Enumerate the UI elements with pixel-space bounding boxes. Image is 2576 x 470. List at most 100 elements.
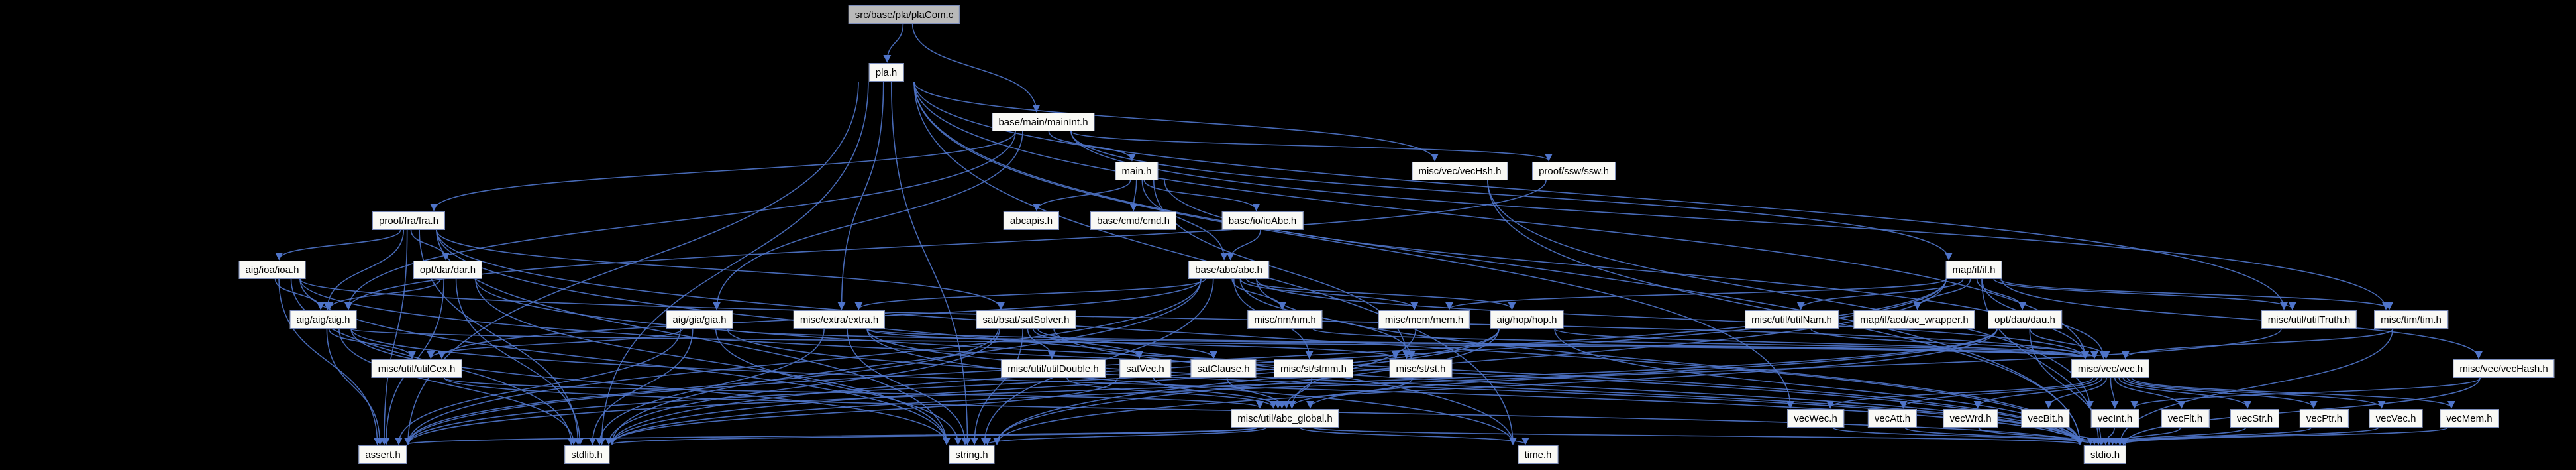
edge-vec_h-vecBit_h bbox=[2044, 377, 2107, 409]
edge-plaCom_c-pla_h bbox=[883, 23, 904, 63]
edge-if_h-vecHash_h bbox=[2001, 278, 2483, 359]
edge-vec_h-vecWrd_h bbox=[1973, 377, 2103, 409]
edge-abc_h-hop_h bbox=[1246, 278, 1516, 310]
graph-node-vecWec_h[interactable]: vecWec.h bbox=[1787, 409, 1844, 428]
graph-node-vecFlt_h[interactable]: vecFlt.h bbox=[2161, 409, 2210, 428]
edge-aig_h-string_h bbox=[350, 328, 951, 445]
edge-aig_h-vec_h bbox=[350, 328, 2088, 359]
edge-fra_h-assert_h bbox=[380, 229, 408, 445]
edge-hop_h-vec_h bbox=[1554, 328, 2089, 359]
edge-dau_h-vec_h bbox=[2029, 328, 2110, 359]
graph-node-vecInt_h[interactable]: vecInt.h bbox=[2090, 409, 2139, 428]
graph-node-vec_h[interactable]: misc/vec/vec.h bbox=[2071, 359, 2150, 378]
graph-node-hop_h[interactable]: aig/hop/hop.h bbox=[1490, 310, 1564, 329]
edge-if_h-mem_h bbox=[1445, 278, 1947, 310]
edge-hop_h-stdlib_h bbox=[608, 328, 1500, 445]
edge-extra_h-stdio_h bbox=[866, 328, 2084, 445]
edge-utilCex_h-abc_global_h bbox=[444, 377, 1264, 409]
edge-fra_h-ioa_h bbox=[275, 229, 401, 261]
graph-node-vecStr_h[interactable]: vecStr.h bbox=[2230, 409, 2280, 428]
edge-vecHash_h-vecInt_h bbox=[2130, 377, 2481, 409]
graph-node-stdio_h[interactable]: stdio.h bbox=[2083, 445, 2127, 464]
edge-if_h-utilNam_h bbox=[1796, 278, 1964, 310]
graph-node-stmm_h[interactable]: misc/st/stmm.h bbox=[1274, 359, 1353, 378]
graph-node-time_h[interactable]: time.h bbox=[1518, 445, 1559, 464]
edge-hop_h-string_h bbox=[993, 328, 1500, 445]
graph-node-mainInt_h[interactable]: base/main/mainInt.h bbox=[992, 113, 1095, 131]
graph-node-vecAtt_h[interactable]: vecAtt.h bbox=[1867, 409, 1918, 428]
graph-node-satClause_h[interactable]: satClause.h bbox=[1190, 359, 1257, 378]
graph-node-nm_h[interactable]: misc/nm/nm.h bbox=[1247, 310, 1323, 329]
graph-node-plaCom_c[interactable]: src/base/pla/plaCom.c bbox=[848, 5, 960, 24]
edge-extra_h-string_h bbox=[847, 328, 969, 445]
graph-node-extra_h[interactable]: misc/extra/extra.h bbox=[793, 310, 886, 329]
graph-node-vecHsh_h[interactable]: misc/vec/vecHsh.h bbox=[1412, 162, 1508, 180]
edge-satSolver_h-stdio_h bbox=[1053, 328, 2084, 445]
edge-main_h-cmd_h bbox=[1129, 180, 1138, 211]
graph-node-ssw_h[interactable]: proof/ssw/ssw.h bbox=[1532, 162, 1616, 180]
graph-node-utilNam_h[interactable]: misc/util/utilNam.h bbox=[1745, 310, 1839, 329]
graph-node-abc_global_h[interactable]: misc/util/abc_global.h bbox=[1231, 409, 1339, 428]
graph-node-st_h[interactable]: misc/st/st.h bbox=[1389, 359, 1453, 378]
graph-node-string_h[interactable]: string.h bbox=[949, 445, 995, 464]
graph-node-vecMem_h[interactable]: vecMem.h bbox=[2440, 409, 2499, 428]
graph-node-if_h[interactable]: map/if/if.h bbox=[1945, 261, 2002, 279]
edge-satSolver_h-satVec_h bbox=[1033, 328, 1143, 359]
graph-node-mem_h[interactable]: misc/mem/mem.h bbox=[1378, 310, 1470, 329]
graph-node-ac_wrapper_h[interactable]: map/if/acd/ac_wrapper.h bbox=[1853, 310, 1975, 329]
edge-abc_h-vec_h bbox=[1256, 278, 2089, 359]
graph-node-tim_h[interactable]: misc/tim/tim.h bbox=[2374, 310, 2448, 329]
edge-abc_global_h-assert_h bbox=[404, 427, 1258, 445]
edge-fra_h-time_h bbox=[436, 229, 1517, 445]
graph-node-ioa_h[interactable]: aig/ioa/ioa.h bbox=[238, 261, 306, 279]
edge-vecMem_h-stdio_h bbox=[2119, 427, 2448, 445]
graph-node-vecHash_h[interactable]: misc/vec/vecHash.h bbox=[2453, 359, 2555, 378]
graph-node-vecWrd_h[interactable]: vecWrd.h bbox=[1943, 409, 1998, 428]
graph-node-dau_h[interactable]: opt/dau/dau.h bbox=[1988, 310, 2062, 329]
edge-vec_h-vecFlt_h bbox=[2114, 377, 2186, 409]
edge-fra_h-aig_h bbox=[323, 229, 405, 310]
graph-node-vecPtr_h[interactable]: vecPtr.h bbox=[2299, 409, 2349, 428]
edge-mainInt_h-if_h bbox=[1070, 131, 1953, 261]
graph-node-abcapis_h[interactable]: abcapis.h bbox=[1003, 211, 1060, 230]
edge-vecBit_h-stdio_h bbox=[2048, 427, 2106, 445]
edge-dar_h-aig_h bbox=[325, 278, 441, 310]
edge-utilDouble_h-abc_global_h bbox=[1066, 377, 1278, 409]
graph-node-assert_h[interactable]: assert.h bbox=[358, 445, 407, 464]
graph-node-main_h[interactable]: main.h bbox=[1115, 162, 1159, 180]
graph-node-fra_h[interactable]: proof/fra/fra.h bbox=[372, 211, 446, 230]
edge-if_h-assert_h bbox=[404, 278, 1947, 445]
edge-mainInt_h-aig_h bbox=[344, 131, 1016, 310]
graph-node-satVec_h[interactable]: satVec.h bbox=[1119, 359, 1171, 378]
edge-vecHsh_h-vecInt_h bbox=[1487, 180, 2094, 409]
edge-pla_h-vec_h bbox=[913, 81, 2089, 359]
edge-pla_h-stdio_h bbox=[913, 81, 2084, 445]
graph-node-utilCex_h[interactable]: misc/util/utilCex.h bbox=[371, 359, 462, 378]
edge-vec_h-vecAtt_h bbox=[1899, 377, 2098, 409]
graph-node-stdlib_h[interactable]: stdlib.h bbox=[564, 445, 609, 464]
graph-node-vecBit_h[interactable]: vecBit.h bbox=[2021, 409, 2070, 428]
graph-node-gia_h[interactable]: aig/gia/gia.h bbox=[666, 310, 733, 329]
edge-if_h-dau_h bbox=[1976, 278, 2027, 310]
edge-vecWrd_h-stdio_h bbox=[1978, 427, 2102, 445]
edge-mainInt_h-fra_h bbox=[430, 131, 1016, 211]
edge-fra_h-stdio_h bbox=[436, 229, 2084, 445]
graph-node-dar_h[interactable]: opt/dar/dar.h bbox=[413, 261, 483, 279]
edge-if_h-utilTruth_h bbox=[1993, 278, 2296, 310]
graph-node-utilDouble_h[interactable]: misc/util/utilDouble.h bbox=[1001, 359, 1106, 378]
edge-vec_h-vecMem_h bbox=[2131, 377, 2455, 409]
edge-vec_h-vecInt_h bbox=[2110, 377, 2119, 409]
edge-gia_h-utilCex_h bbox=[427, 328, 684, 359]
graph-node-abc_h[interactable]: base/abc/abc.h bbox=[1188, 261, 1269, 279]
edge-if_h-tim_h bbox=[1999, 278, 2393, 310]
graph-node-aig_h[interactable]: aig/aig/aig.h bbox=[289, 310, 357, 329]
edge-vecAtt_h-stdio_h bbox=[1904, 427, 2098, 445]
graph-node-utilTruth_h[interactable]: misc/util/utilTruth.h bbox=[2261, 310, 2357, 329]
graph-node-ioAbc_h[interactable]: base/io/ioAbc.h bbox=[1221, 211, 1304, 230]
graph-node-satSolver_h[interactable]: sat/bsat/satSolver.h bbox=[976, 310, 1076, 329]
graph-node-pla_h[interactable]: pla.h bbox=[868, 63, 904, 82]
edge-gia_h-stdlib_h bbox=[588, 328, 694, 445]
edge-satVec_h-stdlib_h bbox=[608, 377, 1118, 445]
graph-node-vecVec_h[interactable]: vecVec.h bbox=[2369, 409, 2423, 428]
graph-node-cmd_h[interactable]: base/cmd/cmd.h bbox=[1090, 211, 1177, 230]
